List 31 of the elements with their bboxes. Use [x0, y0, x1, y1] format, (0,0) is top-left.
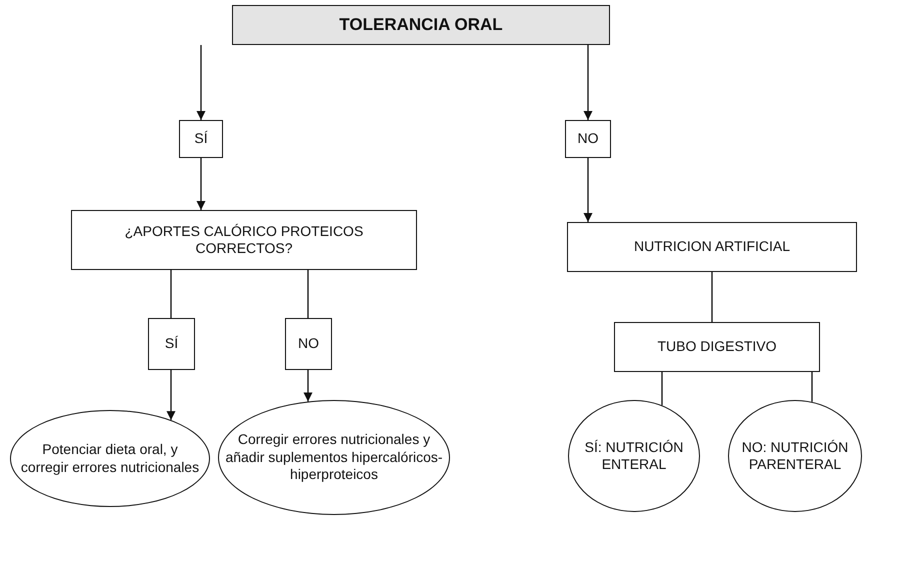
node-text: Potenciar dieta oral, y corregir errores nutricionales [20, 441, 200, 476]
connector-line [811, 372, 813, 402]
node-text: SÍ [164, 335, 180, 353]
connector-line [711, 272, 713, 322]
arrow [196, 45, 206, 120]
node-text: TUBO DIGESTIVO [656, 338, 778, 356]
node-text: NO: NUTRICIÓN PARENTERAL [740, 438, 850, 474]
arrow [584, 45, 592, 120]
process-box [565, 120, 611, 158]
node-text: NO [297, 335, 320, 353]
process-box [148, 318, 195, 370]
node-text: SÍ: NUTRICIÓN ENTERAL [584, 438, 684, 474]
title-box [232, 5, 610, 45]
connector-line [170, 270, 172, 318]
node-text: NO [576, 130, 600, 148]
process-box [285, 318, 332, 370]
arrow [166, 370, 176, 420]
node-text: Corregir errores nutricionales y añadir suplementos hipercalóricos-hiperproteicos [224, 431, 444, 484]
arrow [196, 158, 206, 210]
node-text: SÍ [193, 130, 209, 148]
process-box [179, 120, 223, 158]
process-box [71, 210, 417, 270]
node-text: NUTRICION ARTIFICIAL [632, 238, 792, 256]
arrow [584, 158, 592, 222]
arrow [304, 370, 312, 402]
process-box [614, 322, 820, 372]
connector-line [661, 372, 663, 406]
connector-line [307, 270, 309, 318]
node-text: TOLERANCIA ORAL [338, 14, 504, 36]
node-text: ¿APORTES CALÓRICO PROTEICOS CORRECTOS? [124, 222, 364, 258]
process-box [567, 222, 857, 272]
